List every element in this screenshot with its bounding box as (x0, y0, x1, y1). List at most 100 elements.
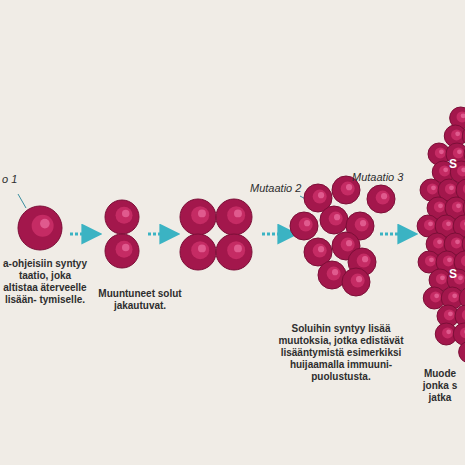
cell-nucleus (313, 244, 327, 258)
cell-nucleus (116, 207, 133, 224)
nucleus-highlight (443, 167, 448, 172)
cell-body (105, 234, 139, 268)
nucleus-highlight (198, 244, 206, 252)
nucleus-highlight (464, 329, 465, 334)
nucleus-highlight (318, 246, 324, 252)
nucleus-highlight (198, 209, 206, 217)
cell-nucleus (191, 206, 209, 224)
cell-nucleus (456, 111, 465, 122)
cell-body (18, 206, 62, 250)
nucleus-highlight (452, 293, 457, 298)
stage-arrow (70, 233, 94, 236)
cell-nucleus (457, 165, 465, 176)
cell-nucleus (433, 237, 444, 248)
cell-nucleus (191, 241, 209, 259)
cell (105, 234, 139, 268)
nucleus-highlight (438, 203, 443, 208)
cell-body (290, 212, 318, 240)
nucleus-highlight (431, 185, 436, 190)
cell (216, 199, 252, 235)
cell-body (180, 234, 216, 270)
nucleus-highlight (458, 275, 463, 280)
stage-arrow (262, 233, 290, 236)
cell-nucleus (355, 218, 369, 232)
cell (342, 268, 370, 296)
stage-caption: Muuntuneet solut jakautuvat. (94, 288, 186, 312)
cell-nucleus (439, 165, 450, 176)
stage-caption: a-ohjeisiin syntyy taatio, joka altistaa… (2, 258, 88, 306)
cell-nucleus (453, 147, 464, 158)
nucleus-highlight (428, 221, 433, 226)
cell-body (453, 323, 465, 345)
cell-nucleus (445, 183, 456, 194)
nucleus-highlight (429, 257, 434, 262)
cell-nucleus (463, 183, 465, 194)
nucleus-highlight (122, 210, 129, 217)
cell-nucleus (329, 212, 343, 226)
cell-nucleus (461, 255, 465, 266)
cell-nucleus (444, 309, 455, 320)
stage-arrow (148, 233, 172, 236)
cell-nucleus (442, 219, 453, 230)
cell-nucleus (227, 206, 245, 224)
nucleus-highlight (334, 214, 340, 220)
cell (290, 212, 318, 240)
cell-body (459, 341, 465, 363)
stage-caption: Muode jonka s jatka (417, 368, 463, 404)
cell-nucleus (442, 327, 453, 338)
nucleus-highlight (434, 293, 439, 298)
cell (105, 200, 139, 234)
cell-nucleus (341, 238, 355, 252)
cell-body (342, 268, 370, 296)
cell-nucleus (424, 219, 435, 230)
nucleus-highlight (439, 149, 444, 154)
nucleus-highlight (234, 244, 242, 252)
leader-line (18, 194, 26, 208)
cell-nucleus (435, 147, 446, 158)
nucleus-highlight (447, 257, 452, 262)
cell-nucleus (341, 182, 355, 196)
cell-body (105, 200, 139, 234)
nucleus-highlight (381, 193, 387, 199)
cell-nucleus (32, 215, 54, 237)
tumor-letter: S (446, 268, 460, 280)
nucleus-highlight (332, 269, 338, 275)
cell (462, 125, 465, 147)
nucleus-highlight (122, 244, 129, 251)
cell-body (462, 125, 465, 147)
cell-nucleus (425, 255, 436, 266)
cell (459, 341, 465, 363)
cell-nucleus (357, 254, 371, 268)
nucleus-highlight (346, 240, 352, 246)
nucleus-highlight (304, 220, 310, 226)
nucleus-highlight (437, 239, 442, 244)
cell-nucleus (460, 219, 465, 230)
stage-caption: Soluihin syntyy lisää muutoksia, jotka e… (278, 323, 404, 383)
cell (367, 185, 395, 213)
cell-nucleus (452, 201, 463, 212)
cell (320, 206, 348, 234)
cell-nucleus (443, 255, 454, 266)
tumor-letter: S (446, 158, 460, 170)
cell-nucleus (436, 273, 447, 284)
cell (180, 234, 216, 270)
nucleus-highlight (360, 220, 366, 226)
cell (453, 323, 465, 345)
cell-nucleus (299, 218, 313, 232)
nucleus-highlight (234, 209, 242, 217)
cell (216, 234, 252, 270)
nucleus-highlight (461, 167, 465, 172)
cell-nucleus (448, 291, 459, 302)
cell-body (367, 185, 395, 213)
nucleus-highlight (446, 329, 451, 334)
nucleus-highlight (456, 203, 461, 208)
nucleus-highlight (318, 192, 324, 198)
cell (18, 206, 62, 250)
cell-body (216, 199, 252, 235)
cell-nucleus (434, 201, 445, 212)
nucleus-highlight (448, 311, 453, 316)
cell-nucleus (427, 183, 438, 194)
nucleus-highlight (457, 149, 462, 154)
cells (18, 107, 465, 363)
cell (180, 199, 216, 235)
